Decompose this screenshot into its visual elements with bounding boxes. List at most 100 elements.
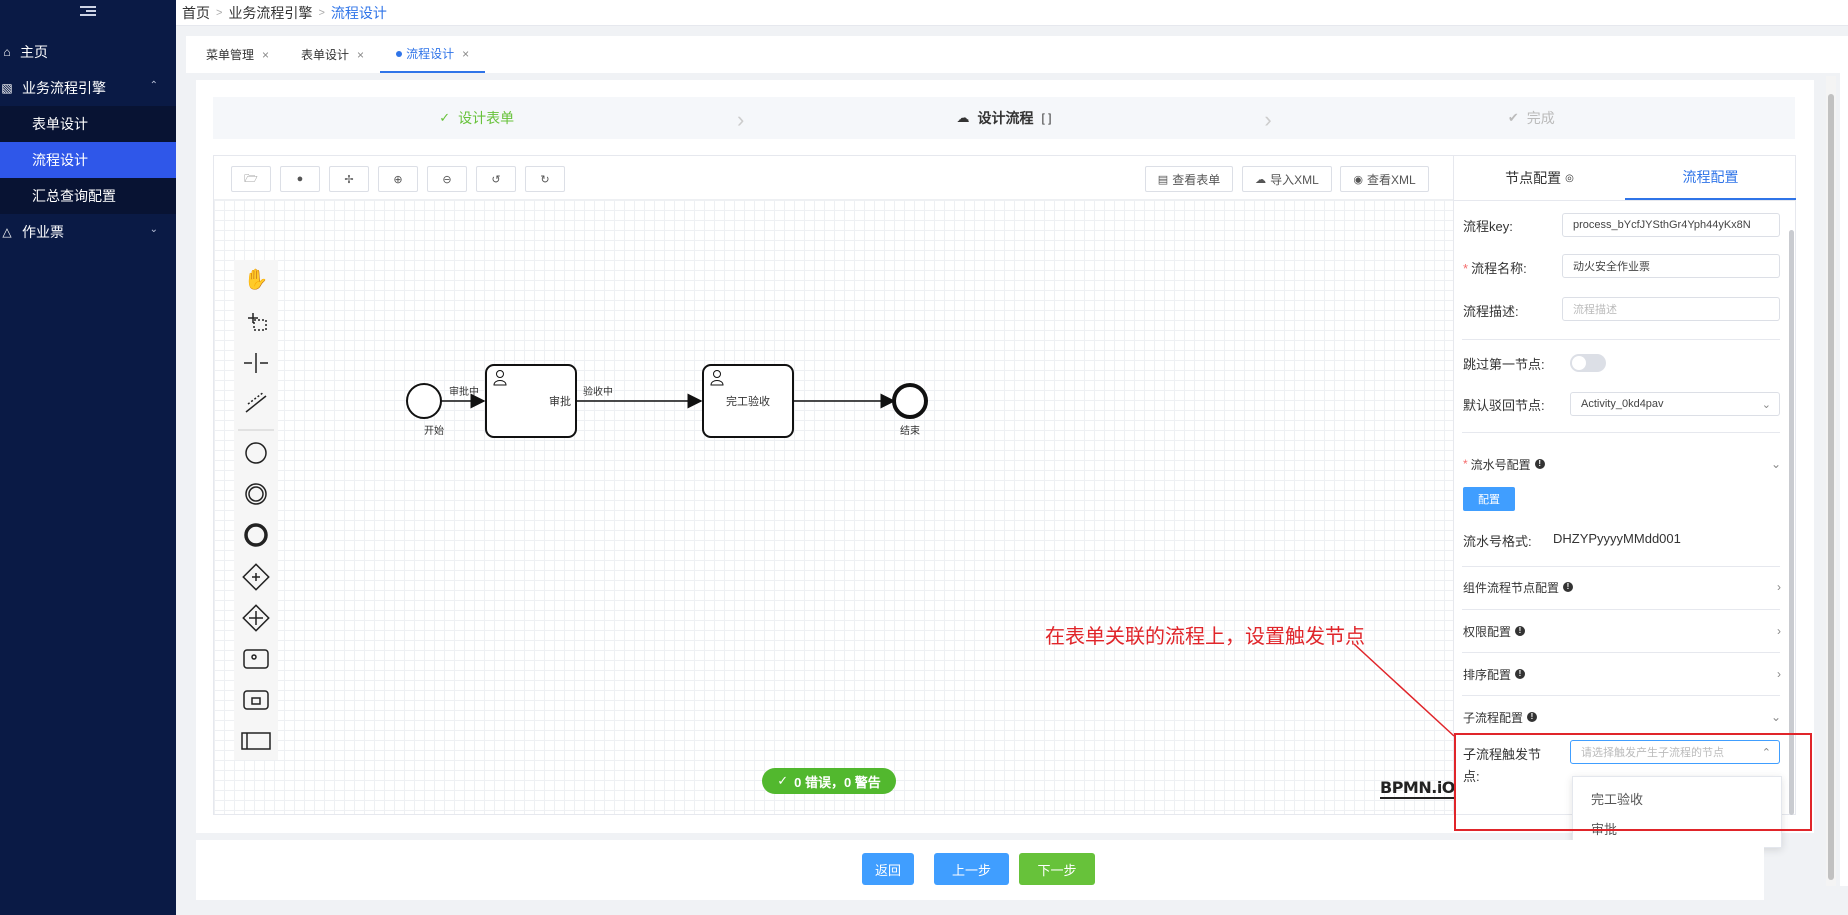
redo-icon[interactable]: ↻ — [525, 166, 565, 192]
flow-engine-icon: ▧ — [1, 81, 13, 95]
annotation-text: 在表单关联的流程上，设置触发节点 — [1045, 624, 1365, 648]
sidebar-item-form-design[interactable]: 表单设计 — [0, 106, 176, 142]
hand-tool-icon: ✋ — [244, 267, 269, 291]
tab-menu-management[interactable]: 菜单管理 × — [190, 36, 285, 73]
page-scrollbar[interactable] — [1826, 76, 1836, 886]
default-reject-label: 默认驳回节点: — [1463, 398, 1545, 413]
prev-step-button[interactable]: 上一步 — [934, 853, 1009, 885]
toggle-icon: ◎ — [1565, 172, 1574, 184]
menu-toggle-icon[interactable] — [0, 0, 176, 22]
close-icon[interactable]: × — [357, 47, 365, 62]
component-flow-section[interactable]: 组件流程节点配置! › — [1463, 580, 1781, 595]
chevron-right-icon: › — [737, 107, 745, 132]
annotation-line — [1353, 643, 1455, 737]
bpmn-diagram — [406, 364, 928, 438]
process-name-input[interactable]: 动火安全作业票 — [1562, 254, 1780, 278]
close-icon[interactable]: × — [262, 47, 270, 62]
next-step-button[interactable]: 下一步 — [1019, 853, 1095, 885]
divider — [1462, 695, 1780, 696]
step-design-form[interactable]: ✓ 设计表单 › — [213, 97, 744, 139]
end-event[interactable] — [892, 383, 928, 419]
gateway-icon — [242, 563, 270, 591]
sidebar-item-ticket[interactable]: △ 作业票 ⌄ — [0, 214, 176, 250]
info-icon: ! — [1515, 626, 1526, 636]
eye-icon: ◉ — [1353, 173, 1363, 186]
sidebar-item-flow-engine[interactable]: ▧ 业务流程引擎 ⌃ — [0, 70, 176, 106]
task-label-completion: 完工验收 — [726, 396, 770, 408]
check-icon: ✓ — [439, 110, 451, 125]
step-label: 设计表单 — [458, 110, 515, 126]
step-label: 完成 — [1526, 110, 1555, 126]
cloud-icon: ☁ — [1255, 173, 1267, 186]
tab-form-design[interactable]: 表单设计× — [285, 36, 380, 73]
dropdown-option-completion[interactable]: 完工验收 — [1591, 791, 1644, 807]
start-event[interactable] — [406, 383, 442, 419]
breadcrumb-flow-engine[interactable]: 业务流程引擎 — [228, 4, 313, 21]
cloud-upload-icon: ☁ — [956, 110, 970, 125]
sidebar-item-summary-query[interactable]: 汇总查询配置 — [0, 178, 176, 214]
chevron-up-icon: ⌃ — [1761, 746, 1771, 759]
new-diagram-icon[interactable]: ● — [280, 166, 320, 192]
panel-scrollbar[interactable] — [1789, 230, 1794, 815]
breadcrumb: 首页 > 业务流程引擎 > 流程设计 — [176, 0, 1848, 26]
check-icon: ✓ — [777, 773, 789, 788]
sort-section[interactable]: 排序配置! › — [1463, 667, 1781, 682]
serial-format-label: 流水号格式: — [1463, 534, 1532, 549]
skip-first-toggle[interactable] — [1570, 354, 1606, 372]
scrollbar-thumb[interactable] — [1828, 94, 1834, 880]
permission-section[interactable]: 权限配置! › — [1463, 624, 1781, 639]
subprocess-trigger-select[interactable]: 请选择触发产生子流程的节点 ⌃ — [1570, 740, 1780, 764]
move-icon[interactable]: ✢ — [329, 166, 369, 192]
import-xml-button[interactable]: ☁导入XML — [1242, 166, 1332, 192]
undo-icon[interactable]: ↺ — [476, 166, 516, 192]
sidebar-item-home[interactable]: ⌂ 主页 — [0, 34, 176, 70]
back-button[interactable]: 返回 — [862, 853, 914, 885]
intermediate-event-icon — [245, 483, 267, 505]
bpmn-io-logo[interactable]: BPMN.iO — [1380, 778, 1455, 799]
serial-config-section[interactable]: *流水号配置! ⌄ — [1463, 457, 1781, 472]
subprocess-trigger-label: 子流程触发节点: — [1463, 747, 1542, 784]
chevron-down-icon: ⌄ — [1770, 457, 1781, 471]
info-icon: ! — [1515, 669, 1526, 679]
canvas[interactable] — [214, 200, 1453, 814]
divider — [1462, 432, 1780, 433]
chevron-down-icon: ⌄ — [1770, 710, 1781, 724]
steps-bar: ✓ 设计表单 › ☁ 设计流程 [ ] › ✔ 完成 — [213, 97, 1795, 139]
info-icon: ! — [1527, 712, 1538, 722]
step-complete[interactable]: ✔ 完成 — [1268, 97, 1795, 139]
view-form-button[interactable]: ▤查看表单 — [1145, 166, 1233, 192]
breadcrumb-home[interactable]: 首页 — [182, 4, 210, 21]
tab-process-config[interactable]: 流程配置 — [1625, 156, 1796, 200]
zoom-out-icon[interactable]: ⊖ — [427, 166, 467, 192]
view-xml-button[interactable]: ◉查看XML — [1340, 166, 1429, 192]
sidebar-item-flow-design[interactable]: 流程设计 — [0, 142, 176, 178]
process-desc-input[interactable]: 流程描述 — [1562, 297, 1780, 321]
chevron-up-icon: ⌃ — [149, 80, 158, 91]
user-icon — [710, 370, 724, 386]
home-icon: ⌂ — [3, 45, 11, 59]
zoom-in-icon[interactable]: ⊕ — [378, 166, 418, 192]
chevron-down-icon: ⌄ — [1761, 398, 1771, 411]
panel-tabs: 节点配置 ◎ 流程配置 — [1454, 156, 1796, 201]
close-icon[interactable]: × — [462, 46, 470, 61]
tab-label: 菜单管理 — [206, 48, 255, 62]
process-name-label: *流程名称: — [1463, 261, 1527, 276]
chevron-right-icon: › — [1777, 624, 1781, 638]
step-design-flow[interactable]: ☁ 设计流程 [ ] › — [740, 97, 1271, 139]
open-file-icon[interactable]: 🗁 — [231, 166, 271, 192]
default-reject-select[interactable]: Activity_0kd4pav ⌄ — [1570, 392, 1780, 416]
info-icon: ! — [1534, 459, 1545, 469]
designer-toolbar: 🗁 ● ✢ ⊕ ⊖ ↺ ↻ ▤查看表单 ☁导入XML ◉查看XML — [214, 156, 1453, 200]
tab-node-config[interactable]: 节点配置 ◎ — [1505, 170, 1574, 186]
process-key-input[interactable]: process_bYcfJYSthGr4Yph44yKx8N — [1562, 213, 1780, 237]
info-icon: ! — [1563, 582, 1574, 592]
config-button[interactable]: 配置 — [1463, 487, 1515, 511]
fullscreen-icon[interactable]: [ ] — [1041, 111, 1052, 125]
subprocess-section[interactable]: 子流程配置! ⌄ — [1463, 710, 1781, 725]
task-label-approve: 审批 — [549, 396, 571, 408]
start-label: 开始 — [424, 426, 444, 437]
dropdown-option-approve[interactable]: 审批 — [1591, 821, 1618, 837]
tab-flow-design[interactable]: 流程设计× — [380, 36, 486, 73]
step-label: 设计流程 — [977, 110, 1034, 126]
validation-badge[interactable]: ✓ 0 错误，0 警告 — [762, 768, 896, 794]
